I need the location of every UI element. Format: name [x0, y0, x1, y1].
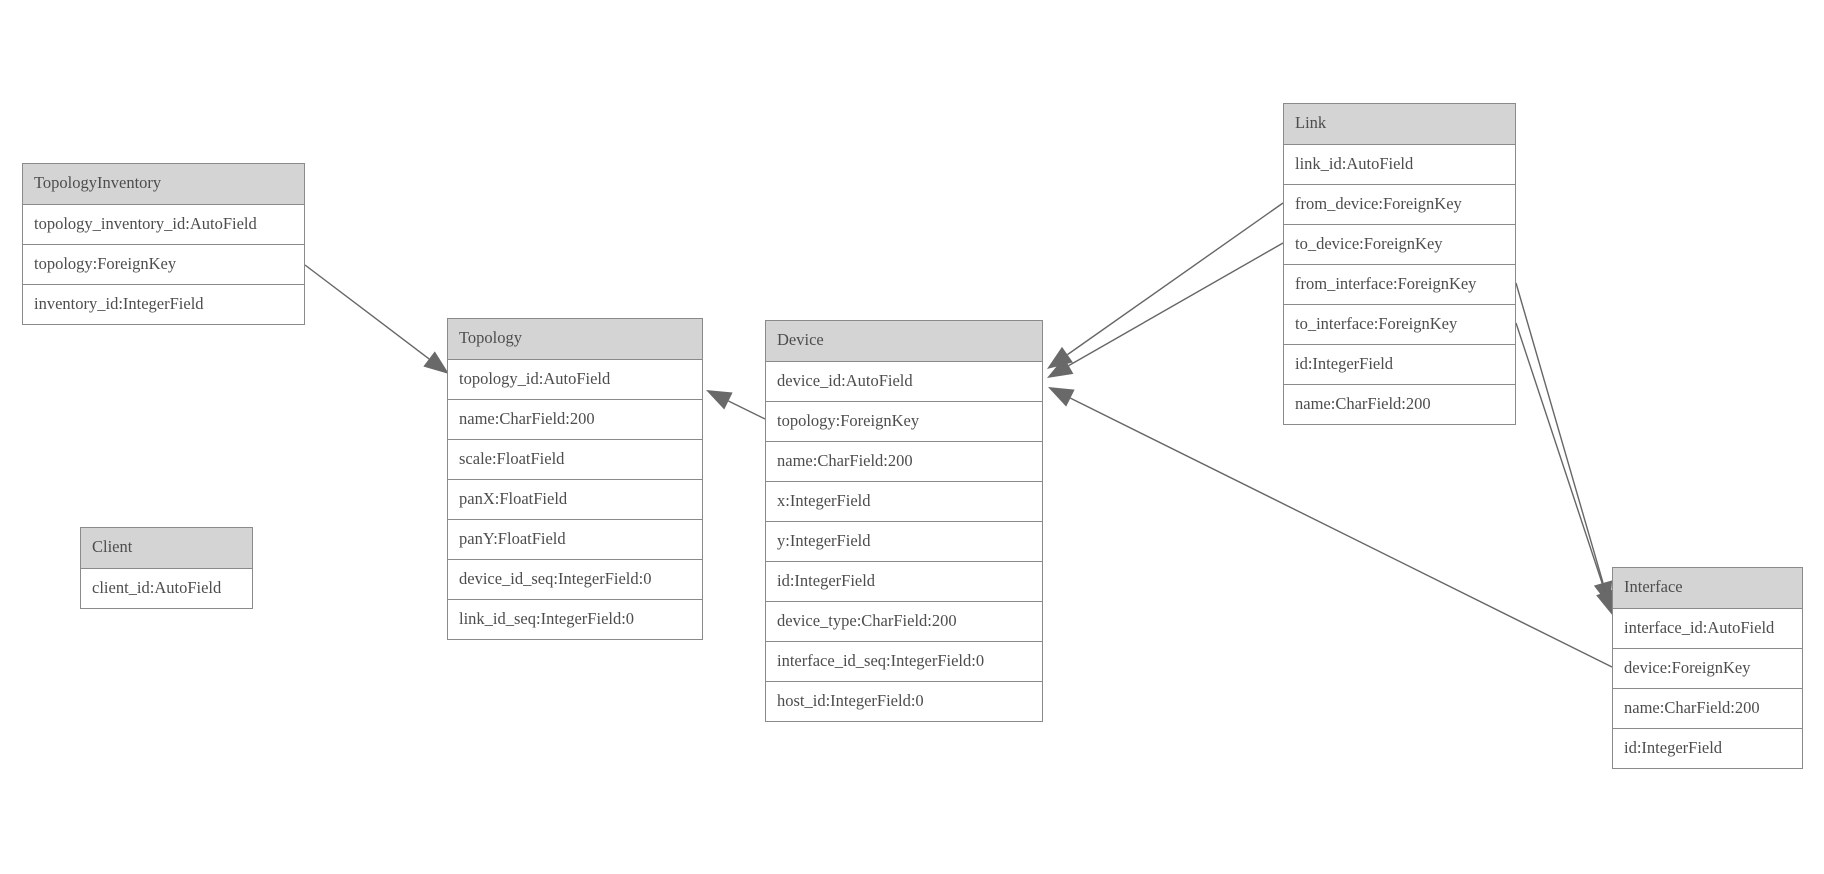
table-row: panY:FloatField — [448, 519, 702, 559]
table-row: name:CharField:200 — [1613, 688, 1802, 728]
table-row: topology:ForeignKey — [766, 401, 1042, 441]
table-row: device_type:CharField:200 — [766, 601, 1042, 641]
table-row: x:IntegerField — [766, 481, 1042, 521]
table-row: device:ForeignKey — [1613, 648, 1802, 688]
table-header: Interface — [1613, 568, 1802, 608]
relationship-line-link-from-interface — [1515, 282, 1604, 584]
table-row: y:IntegerField — [766, 521, 1042, 561]
table-row: to_interface:ForeignKey — [1284, 304, 1515, 344]
table-row: topology_inventory_id:AutoField — [23, 204, 304, 244]
table-header: TopologyInventory — [23, 164, 304, 204]
table-header: Device — [766, 321, 1042, 361]
relationship-line-link-to-device — [1068, 242, 1284, 367]
table-row: topology_id:AutoField — [448, 359, 702, 399]
relationship-arrowhead-link-from-interface — [1593, 580, 1613, 607]
table-row: client_id:AutoField — [81, 568, 252, 608]
table-row: id:IntegerField — [766, 561, 1042, 601]
table-link: Link link_id:AutoField from_device:Forei… — [1283, 103, 1516, 425]
relationship-arrowhead-interface-device — [1048, 387, 1075, 407]
table-topology-inventory: TopologyInventory topology_inventory_id:… — [22, 163, 305, 325]
table-row: inventory_id:IntegerField — [23, 284, 304, 324]
relationship-line-link-from-device — [1067, 202, 1284, 356]
table-row: link_id_seq:IntegerField:0 — [448, 599, 702, 639]
relationship-line-topologyinventory-topology — [304, 264, 430, 360]
relationship-arrowhead-link-to-device — [1047, 357, 1074, 378]
table-row: from_interface:ForeignKey — [1284, 264, 1515, 304]
table-device: Device device_id:AutoField topology:Fore… — [765, 320, 1043, 722]
relationship-line-interface-device — [1070, 397, 1613, 668]
table-row: name:CharField:200 — [766, 441, 1042, 481]
table-row: interface_id_seq:IntegerField:0 — [766, 641, 1042, 681]
table-row: name:CharField:200 — [448, 399, 702, 439]
table-row: host_id:IntegerField:0 — [766, 681, 1042, 721]
table-row: topology:ForeignKey — [23, 244, 304, 284]
table-row: interface_id:AutoField — [1613, 608, 1802, 648]
relationship-line-device-topology — [728, 400, 766, 420]
table-interface: Interface interface_id:AutoField device:… — [1612, 567, 1803, 769]
table-header: Client — [81, 528, 252, 568]
relationship-arrowhead-topologyinventory-topology — [423, 351, 449, 374]
table-row: to_device:ForeignKey — [1284, 224, 1515, 264]
table-row: from_device:ForeignKey — [1284, 184, 1515, 224]
table-row: device_id:AutoField — [766, 361, 1042, 401]
table-row: device_id_seq:IntegerField:0 — [448, 559, 702, 599]
table-row: name:CharField:200 — [1284, 384, 1515, 424]
table-row: id:IntegerField — [1284, 344, 1515, 384]
relationship-line-link-to-interface — [1515, 322, 1606, 593]
table-row: panX:FloatField — [448, 479, 702, 519]
table-header: Topology — [448, 319, 702, 359]
relationship-arrowhead-device-topology — [706, 390, 733, 410]
relationship-arrowhead-link-from-device — [1047, 346, 1073, 369]
table-topology: Topology topology_id:AutoField name:Char… — [447, 318, 703, 640]
table-row: id:IntegerField — [1613, 728, 1802, 768]
table-client: Client client_id:AutoField — [80, 527, 253, 609]
table-row: scale:FloatField — [448, 439, 702, 479]
table-header: Link — [1284, 104, 1515, 144]
table-row: link_id:AutoField — [1284, 144, 1515, 184]
